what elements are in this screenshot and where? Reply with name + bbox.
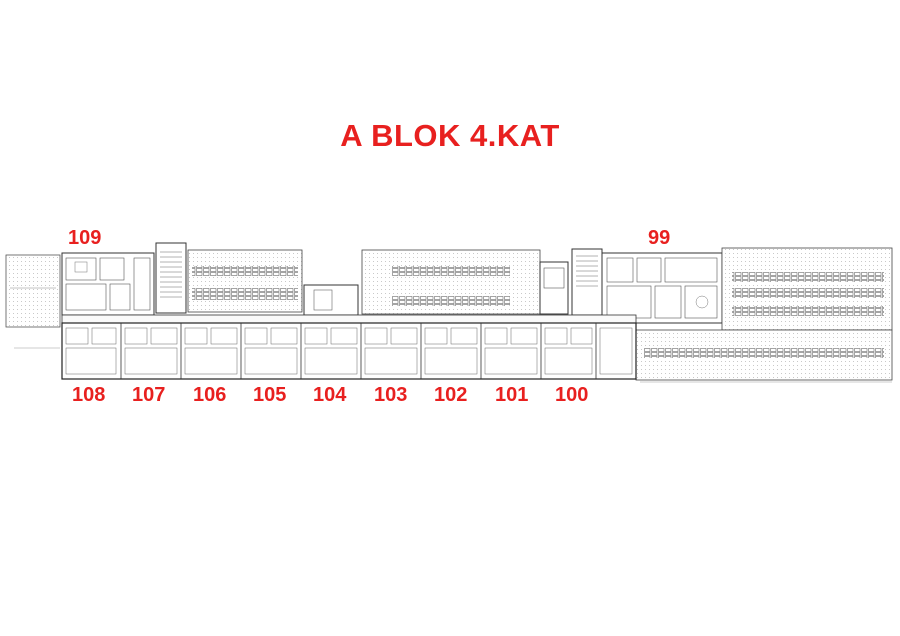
- unit-label-102: 102: [434, 384, 468, 406]
- unit-label-108: 108: [72, 384, 106, 406]
- stair-core-center: [303, 284, 359, 316]
- terrace-left: [5, 254, 61, 328]
- unit-99-plan: [601, 252, 723, 324]
- floor-title: A BLOK 4.KAT: [340, 118, 560, 153]
- unit-label-109: 109: [68, 227, 102, 249]
- unit-label-106: 106: [193, 384, 227, 406]
- stair-core-right: [571, 248, 603, 316]
- unit-label-99: 99: [648, 227, 671, 249]
- corridor: [61, 314, 637, 324]
- unit-label-107: 107: [132, 384, 166, 406]
- unit-label-104: 104: [313, 384, 347, 406]
- roof-terrace-left: [187, 249, 303, 313]
- unit-label-101: 101: [495, 384, 529, 406]
- apartment-row: [61, 322, 637, 380]
- unit-label-100: 100: [555, 384, 589, 406]
- unit-label-103: 103: [374, 384, 408, 406]
- unit-label-105: 105: [253, 384, 287, 406]
- stair-core-left: [155, 242, 187, 314]
